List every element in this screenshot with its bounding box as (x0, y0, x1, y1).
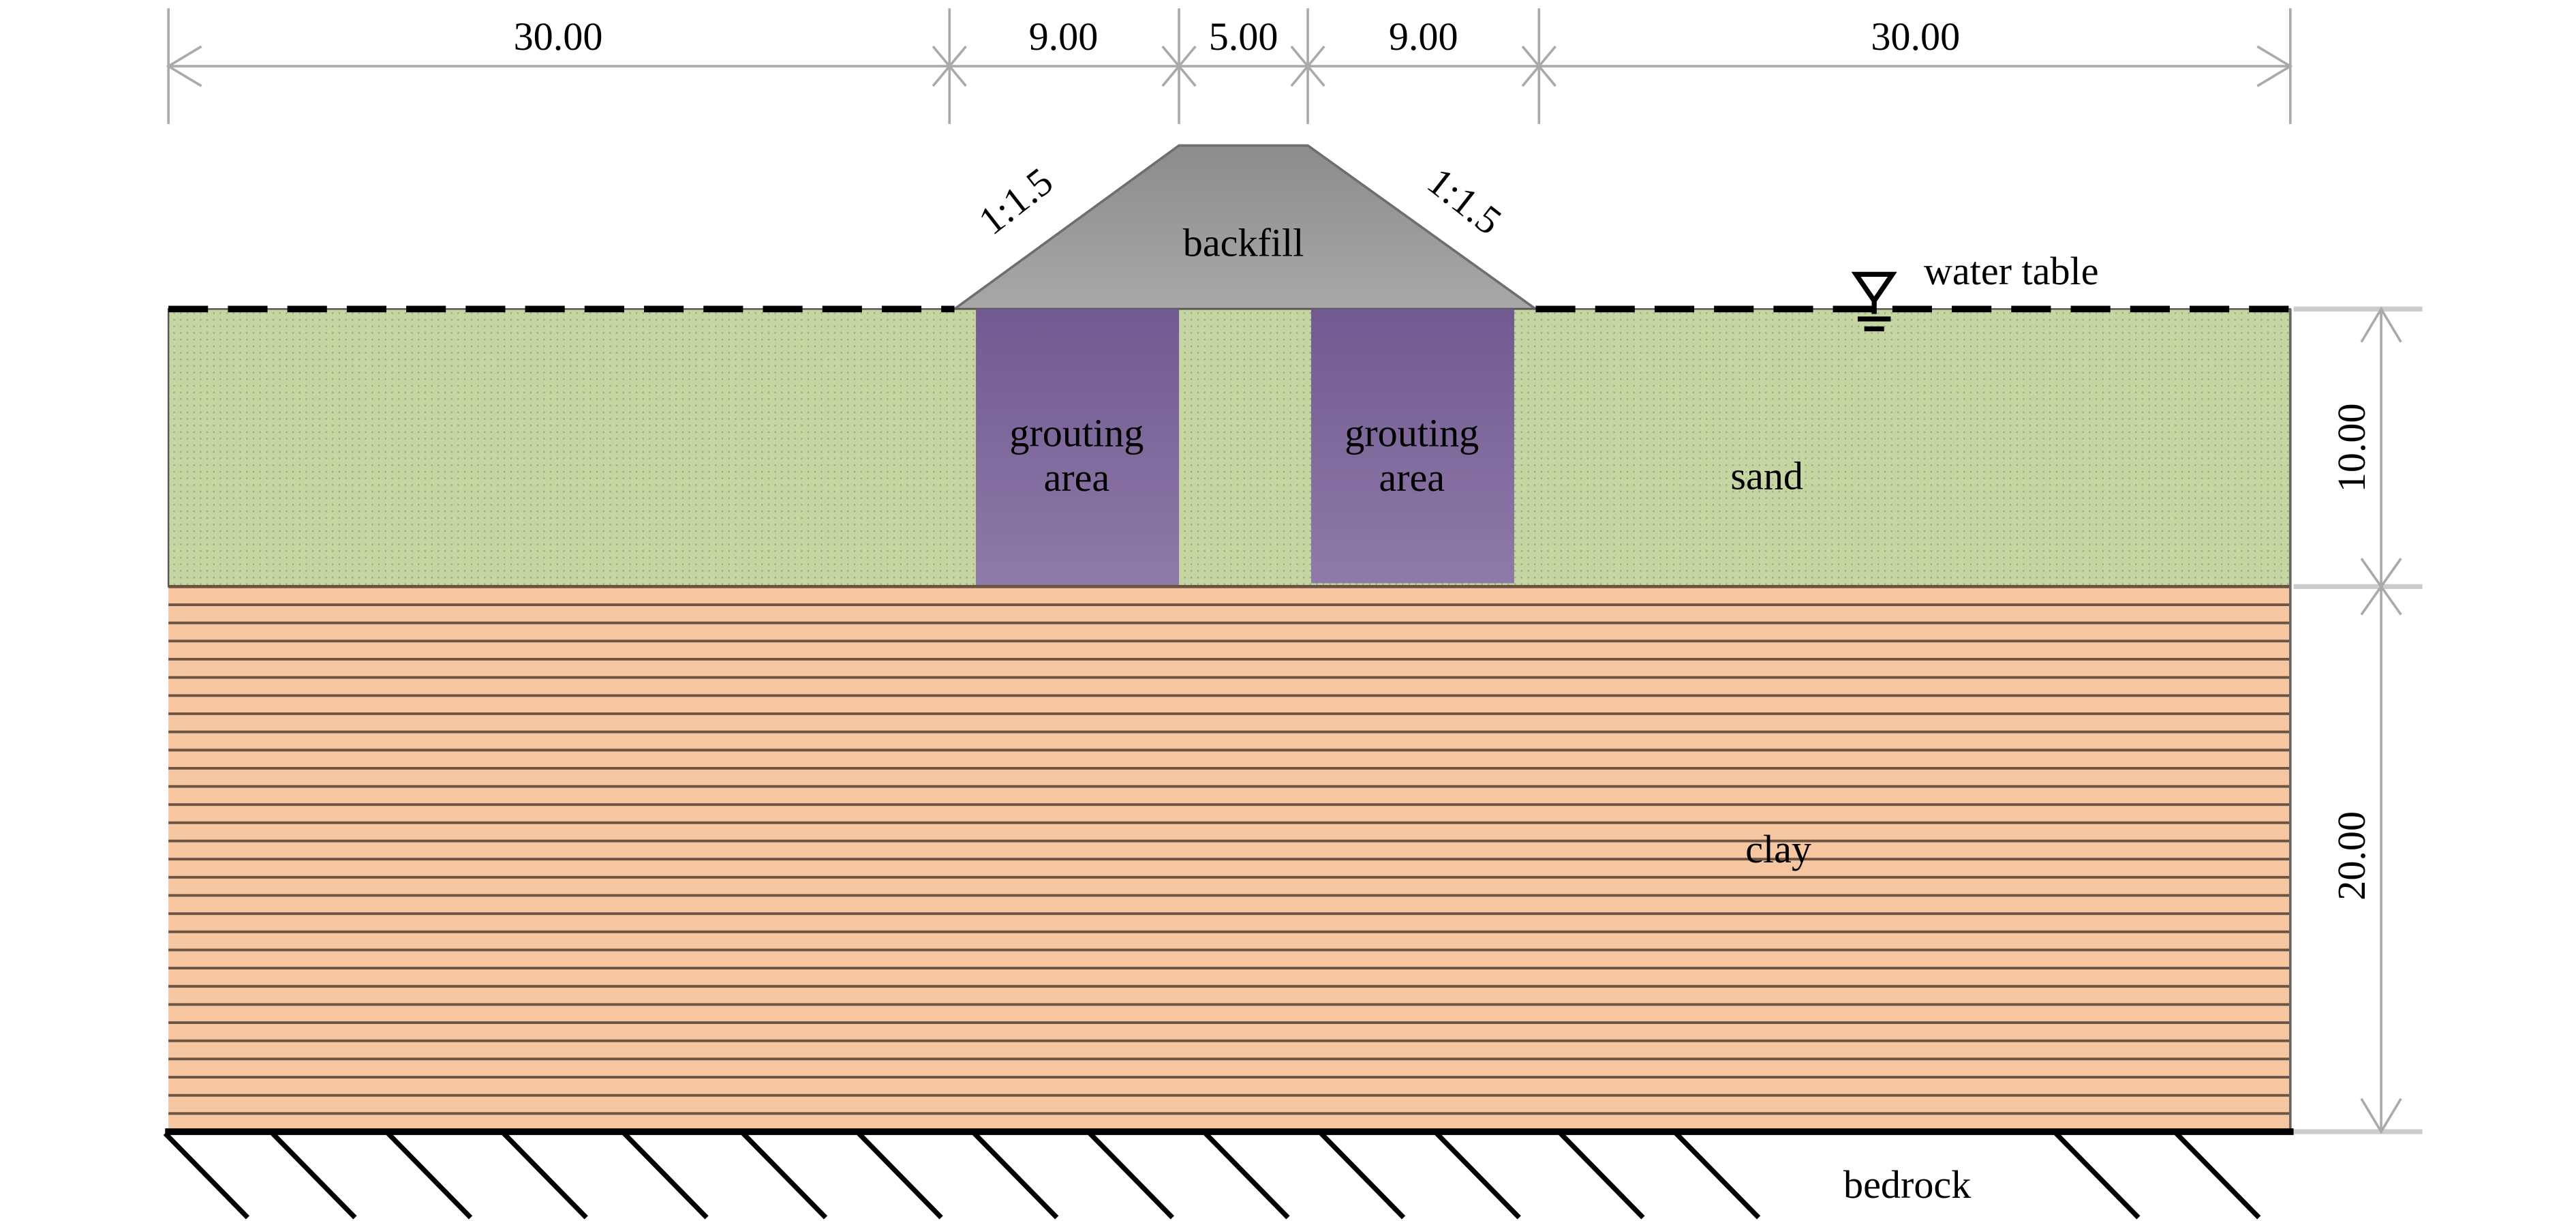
dim-top-2: 9.00 (1029, 14, 1099, 59)
grouting-left-label-2: area (1043, 455, 1109, 500)
slope-left-label: 1:1.5 (970, 159, 1061, 243)
bedrock-label: bedrock (1843, 1162, 1972, 1207)
clay-label: clay (1745, 827, 1811, 871)
bedrock-hatch-line (972, 1131, 1059, 1220)
bedrock-hatch-line (386, 1131, 473, 1220)
dim-top-1: 30.00 (514, 14, 603, 59)
sand-layer (167, 308, 2292, 588)
dim-top-4: 9.00 (1389, 14, 1458, 59)
bedrock-hatch-line (2175, 1131, 2261, 1220)
slope-right-label: 1:1.5 (1420, 159, 1510, 243)
water-table-icon (1851, 271, 1897, 331)
dim-top-5: 30.00 (1871, 14, 1960, 59)
bedrock-hatch-line (271, 1131, 357, 1220)
grouting-right-label-2: area (1379, 455, 1445, 500)
bedrock-hatch-line (163, 1131, 250, 1220)
dim-right-2: 20.00 (2329, 811, 2374, 901)
grouting-area-left (976, 309, 1180, 587)
top-dimension-chain (166, 8, 2293, 124)
bedrock-hatch (163, 1131, 2261, 1220)
dim-top-3: 5.00 (1209, 14, 1278, 59)
bedrock-hatch-line (2054, 1131, 2141, 1220)
bedrock-hatch-line (1559, 1131, 1645, 1220)
bedrock-hatch-line (1674, 1131, 1761, 1220)
grouting-right-label-1: grouting (1345, 410, 1479, 455)
bedrock-hatch-line (502, 1131, 588, 1220)
clay-hatch-lines (168, 603, 2290, 1115)
sand-label: sand (1730, 453, 1803, 498)
bedrock-hatch-line (741, 1131, 828, 1220)
dim-right-1: 10.00 (2329, 403, 2374, 492)
bedrock-hatch-line (1319, 1131, 1406, 1220)
bedrock-hatch-line (1203, 1131, 1290, 1220)
bedrock-hatch-line (857, 1131, 943, 1220)
bedrock-hatch-line (1435, 1131, 1521, 1220)
right-dimension-chain (2293, 306, 2423, 1134)
backfill-label: backfill (1183, 221, 1304, 265)
grouting-area-right (1310, 309, 1514, 584)
grouting-left-label-1: grouting (1009, 410, 1144, 455)
water-table-label: water table (1924, 249, 2099, 293)
bedrock-hatch-line (622, 1131, 709, 1220)
bedrock-hatch-line (1088, 1131, 1174, 1220)
